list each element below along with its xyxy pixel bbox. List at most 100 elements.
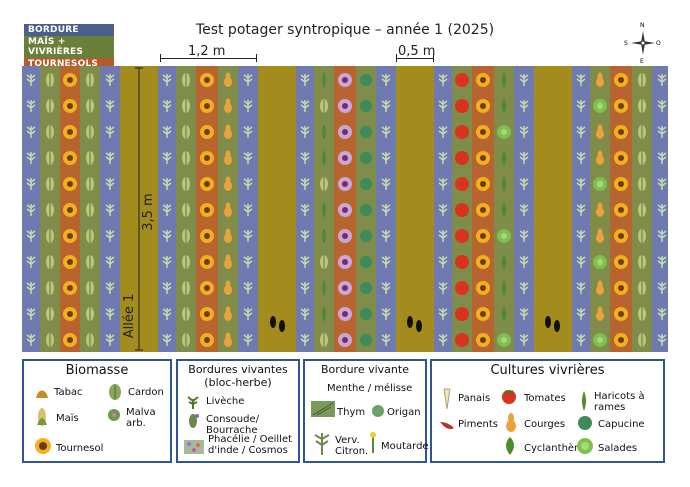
plant-leaf-icon [182,99,190,113]
plant-flower-icon [338,73,352,87]
plant-sun-icon [476,229,490,243]
plant-leaf-icon [182,281,190,295]
plant-salad-icon [593,99,607,113]
plant-squash-icon [224,98,232,113]
plant-bean-icon [322,202,326,218]
plant-squash-icon [224,332,232,347]
plant-sun-icon [476,307,490,321]
plant-herb-icon [243,126,253,138]
plant-herb-icon [381,230,391,242]
plant-sun-icon [614,255,628,269]
plant-leaf-icon [86,177,94,191]
plant-leaf-icon [638,203,646,217]
verveine-icon [313,431,331,459]
plant-herb-icon [300,230,310,242]
plant-sun-icon [200,73,214,87]
plant-sun-icon [476,333,490,347]
plant-herb-icon [576,334,586,346]
plant-herb-icon [26,178,36,190]
legend-item-verveine: Verv. Citron. [335,435,369,457]
path-width-label: 0,5 m [398,44,436,59]
plant-sun-icon [200,203,214,217]
strip-path [534,66,572,352]
plant-leaf-icon [46,125,54,139]
plant-herb-icon [162,126,172,138]
plant-squash-icon [224,72,232,87]
plant-herb-icon [105,282,115,294]
plant-herb-icon [519,230,529,242]
plant-leaf-icon [638,125,646,139]
plant-tomato-icon [455,281,469,295]
legend-item-haricots: Haricots à rames [594,391,645,413]
plant-herb-icon [26,74,36,86]
plant-sun-icon [614,203,628,217]
plant-herb-icon [300,204,310,216]
plant-round-icon [360,256,372,268]
plant-flower-icon [338,255,352,269]
path-width-tick-left [396,54,397,62]
legend-item-origan: Origan [387,407,421,418]
legend-item-menthe: Menthe / mélisse [327,383,413,394]
footprints-icon [545,316,560,332]
legend-badge: BORDURE MAÏS + VIVRIÈRES TOURNESOLS [24,24,114,70]
plant-sun-icon [200,281,214,295]
tournesol-icon [34,437,52,459]
cyclanthere-icon [502,435,518,461]
plant-herb-icon [243,334,253,346]
compass-e: O [656,40,661,47]
plant-leaf-icon [86,73,94,87]
plant-herb-icon [519,126,529,138]
plant-salad-icon [593,255,607,269]
plant-herb-icon [26,100,36,112]
salade-icon [576,437,594,459]
bed-width-tick-right [256,54,257,62]
plant-herb-icon [657,204,667,216]
malva-icon [106,407,122,427]
plant-leaf-icon [638,307,646,321]
plant-herb-icon [162,74,172,86]
plant-herb-icon [105,308,115,320]
plant-round-icon [360,204,372,216]
plant-herb-icon [243,230,253,242]
origan-icon [371,403,385,422]
plant-herb-icon [162,282,172,294]
plant-flower-icon [338,151,352,165]
plant-sun-icon [63,281,77,295]
plant-sun-icon [476,125,490,139]
plant-leaf-icon [638,333,646,347]
plant-leaf-icon [182,125,190,139]
plant-squash-icon [224,228,232,243]
legend-item-moutarde: Moutarde [381,441,429,452]
plant-herb-icon [657,308,667,320]
bed-width-label: 1,2 m [188,44,226,59]
plant-herb-icon [243,282,253,294]
legend-biomasse: Biomasse Tabac Cardon Maïs Malva arb. To… [22,359,172,463]
legend-cultures-vivrieres: Cultures vivrières Panais Tomates Harico… [430,359,665,463]
plant-herb-icon [438,74,448,86]
plant-squash-icon [596,228,604,243]
plant-flower-icon [338,229,352,243]
plant-herb-icon [243,256,253,268]
plant-sun-icon [476,73,490,87]
plant-bean-icon [502,202,506,218]
plant-herb-icon [576,178,586,190]
plant-herb-icon [243,308,253,320]
compass-o: E [640,58,644,65]
plant-herb-icon [26,282,36,294]
plant-bean-icon [502,280,506,296]
plant-sun-icon [200,255,214,269]
plant-herb-icon [438,282,448,294]
plant-herb-icon [26,152,36,164]
plant-sun-icon [614,73,628,87]
plant-bean-icon [322,280,326,296]
compass-n: N [640,22,645,29]
plant-herb-icon [519,204,529,216]
plant-leaf-icon [182,177,190,191]
plant-leaf-icon [86,125,94,139]
plant-herb-icon [519,74,529,86]
footprints-icon [270,316,285,332]
plant-herb-icon [26,230,36,242]
plant-round-icon [360,178,372,190]
plant-sun-icon [63,73,77,87]
